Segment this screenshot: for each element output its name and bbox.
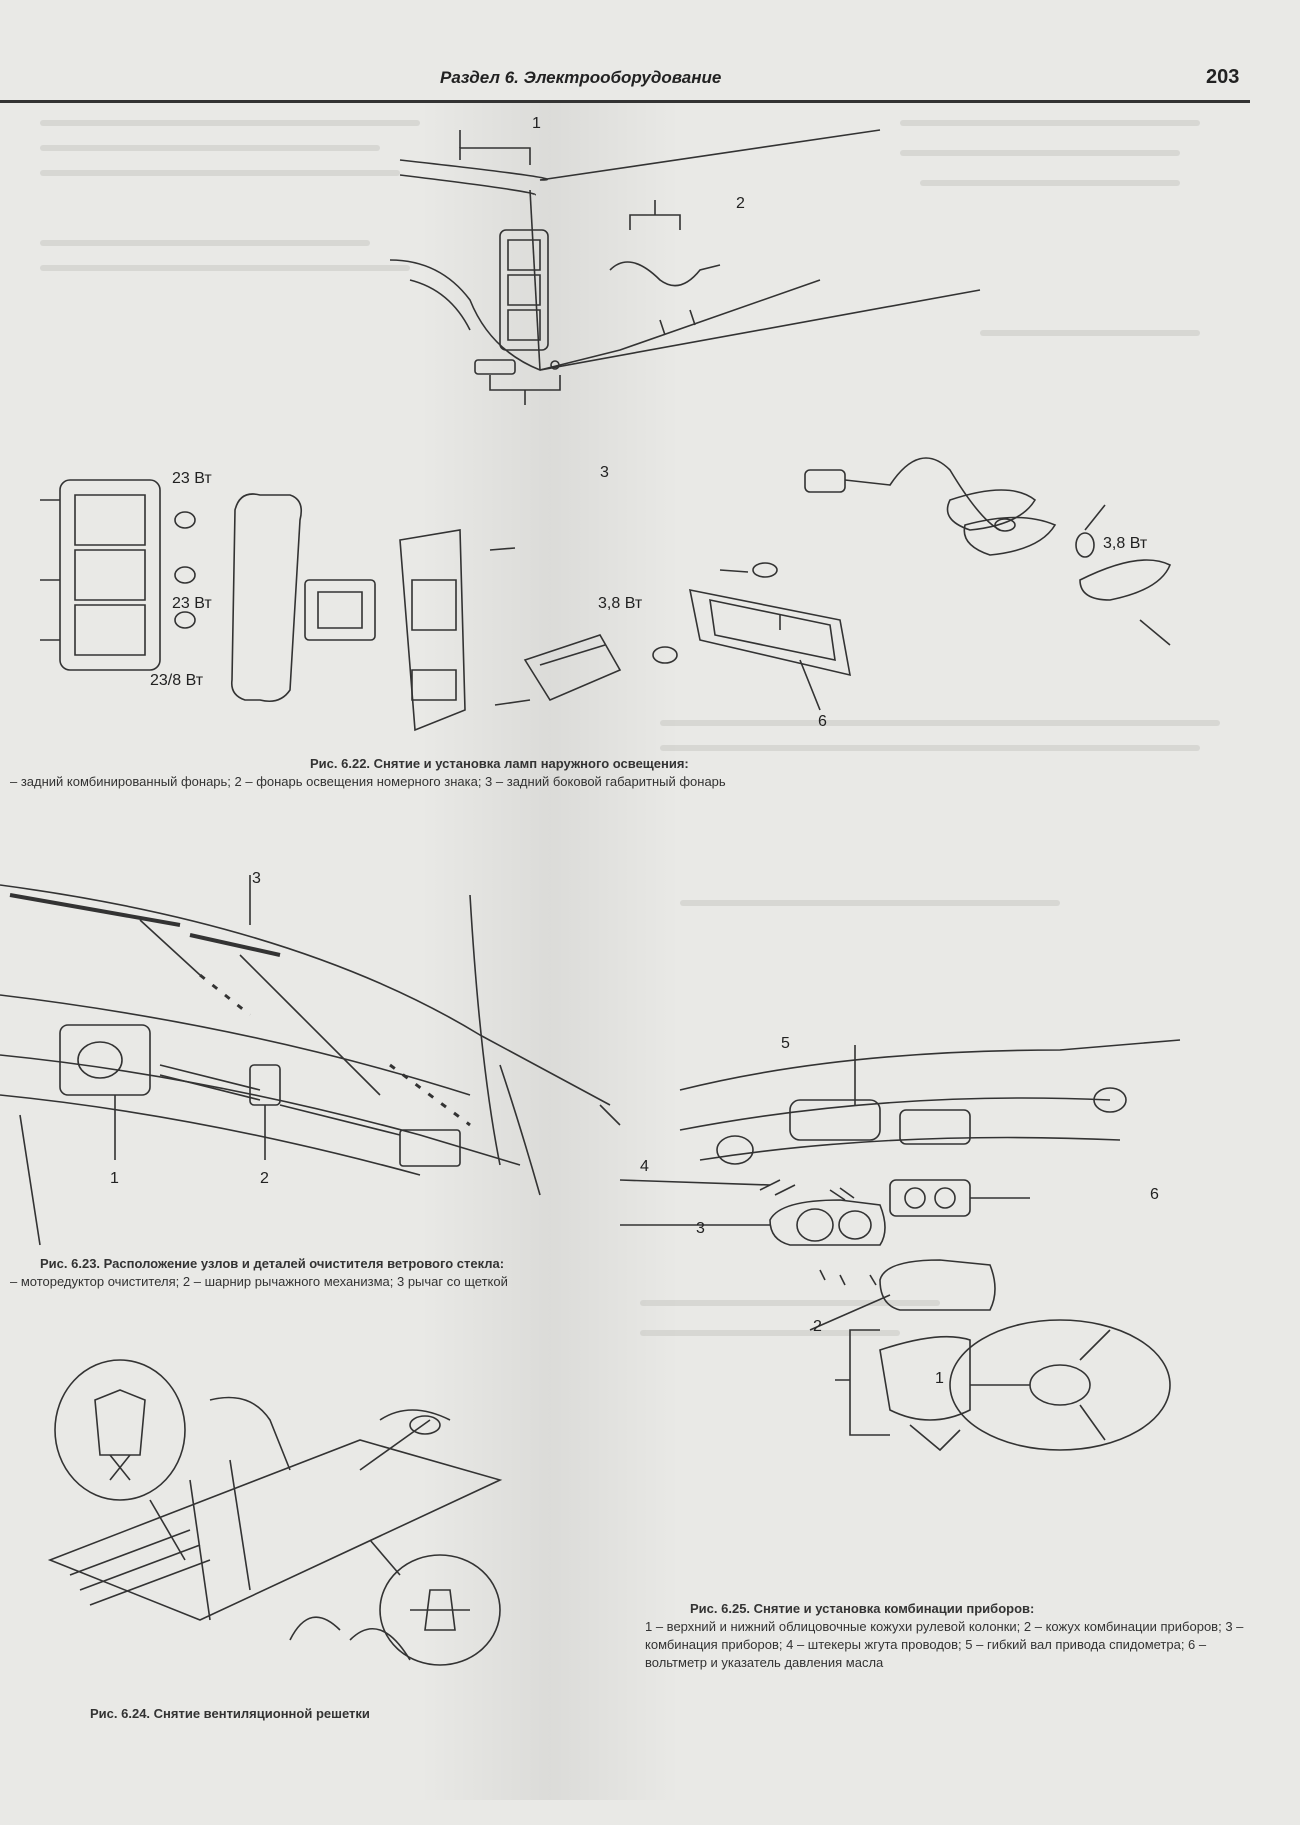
page-number: 203: [1206, 66, 1240, 88]
section-title: Раздел 6. Электрооборудование: [440, 68, 722, 87]
fig-6-22-callout-2: 2: [736, 195, 745, 212]
fig-6-25-callout-3: 3: [696, 1220, 705, 1237]
fig-6-22-callout-6: 6: [818, 713, 827, 730]
bulb-label-3-8w-right: 3,8 Вт: [1103, 535, 1148, 552]
fig-6-25-callout-5: 5: [781, 1035, 790, 1052]
bulb-label-23w-middle: 23 Вт: [172, 595, 212, 612]
fig-6-22-callout-3: 3: [600, 464, 609, 481]
fig-6-22-legend: – задний комбинированный фонарь; 2 – фон…: [10, 774, 726, 789]
fig-6-24-vent-grille-drawing: [30, 1360, 550, 1700]
fig-6-23-callout-2: 2: [260, 1170, 269, 1187]
fig-6-23-wiper-drawing: [0, 865, 620, 1245]
fig-6-23-legend: – моторедуктор очистителя; 2 – шарнир ры…: [10, 1274, 508, 1289]
fig-6-25-title: Рис. 6.25. Снятие и установка комбинации…: [690, 1601, 1035, 1616]
bulb-label-3-8w-center: 3,8 Вт: [598, 595, 643, 612]
fig-6-24-caption: Рис. 6.24. Снятие вентиляционной решетки: [90, 1705, 550, 1723]
fig-6-22-title: Рис. 6.22. Снятие и установка ламп наруж…: [310, 756, 689, 771]
fig-6-25-legend: 1 – верхний и нижний облицовочные кожухи…: [645, 1619, 1244, 1670]
fig-6-25-caption: Рис. 6.25. Снятие и установка комбинации…: [645, 1600, 1260, 1672]
fig-6-23-callout-1: 1: [110, 1170, 119, 1187]
fig-6-25-callout-1: 1: [935, 1370, 944, 1387]
fig-6-22-rear-corner-drawing: [380, 120, 920, 420]
fig-6-23-title: Рис. 6.23. Расположение узлов и деталей …: [40, 1256, 505, 1271]
fig-6-24-title: Рис. 6.24. Снятие вентиляционной решетки: [90, 1706, 370, 1721]
fig-6-25-callout-2: 2: [813, 1318, 822, 1335]
header-rule: [0, 100, 1250, 103]
fig-6-23-caption: Рис. 6.23. Расположение узлов и деталей …: [10, 1255, 610, 1291]
fig-6-23-callout-3: 3: [252, 870, 261, 887]
fig-6-25-callout-6: 6: [1150, 1186, 1159, 1203]
fig-6-22-lamps-exploded-drawing: [20, 460, 1220, 730]
bulb-label-23w-top: 23 Вт: [172, 470, 212, 487]
fig-6-25-callout-4: 4: [640, 1158, 649, 1175]
fig-6-25-instrument-cluster-drawing: [640, 1030, 1240, 1470]
fig-6-22-caption: Рис. 6.22. Снятие и установка ламп наруж…: [10, 755, 1250, 791]
fig-6-22-callout-1: 1: [532, 115, 541, 132]
page-gutter-shadow: [420, 100, 680, 1800]
bulb-label-23-8w: 23/8 Вт: [150, 672, 204, 689]
